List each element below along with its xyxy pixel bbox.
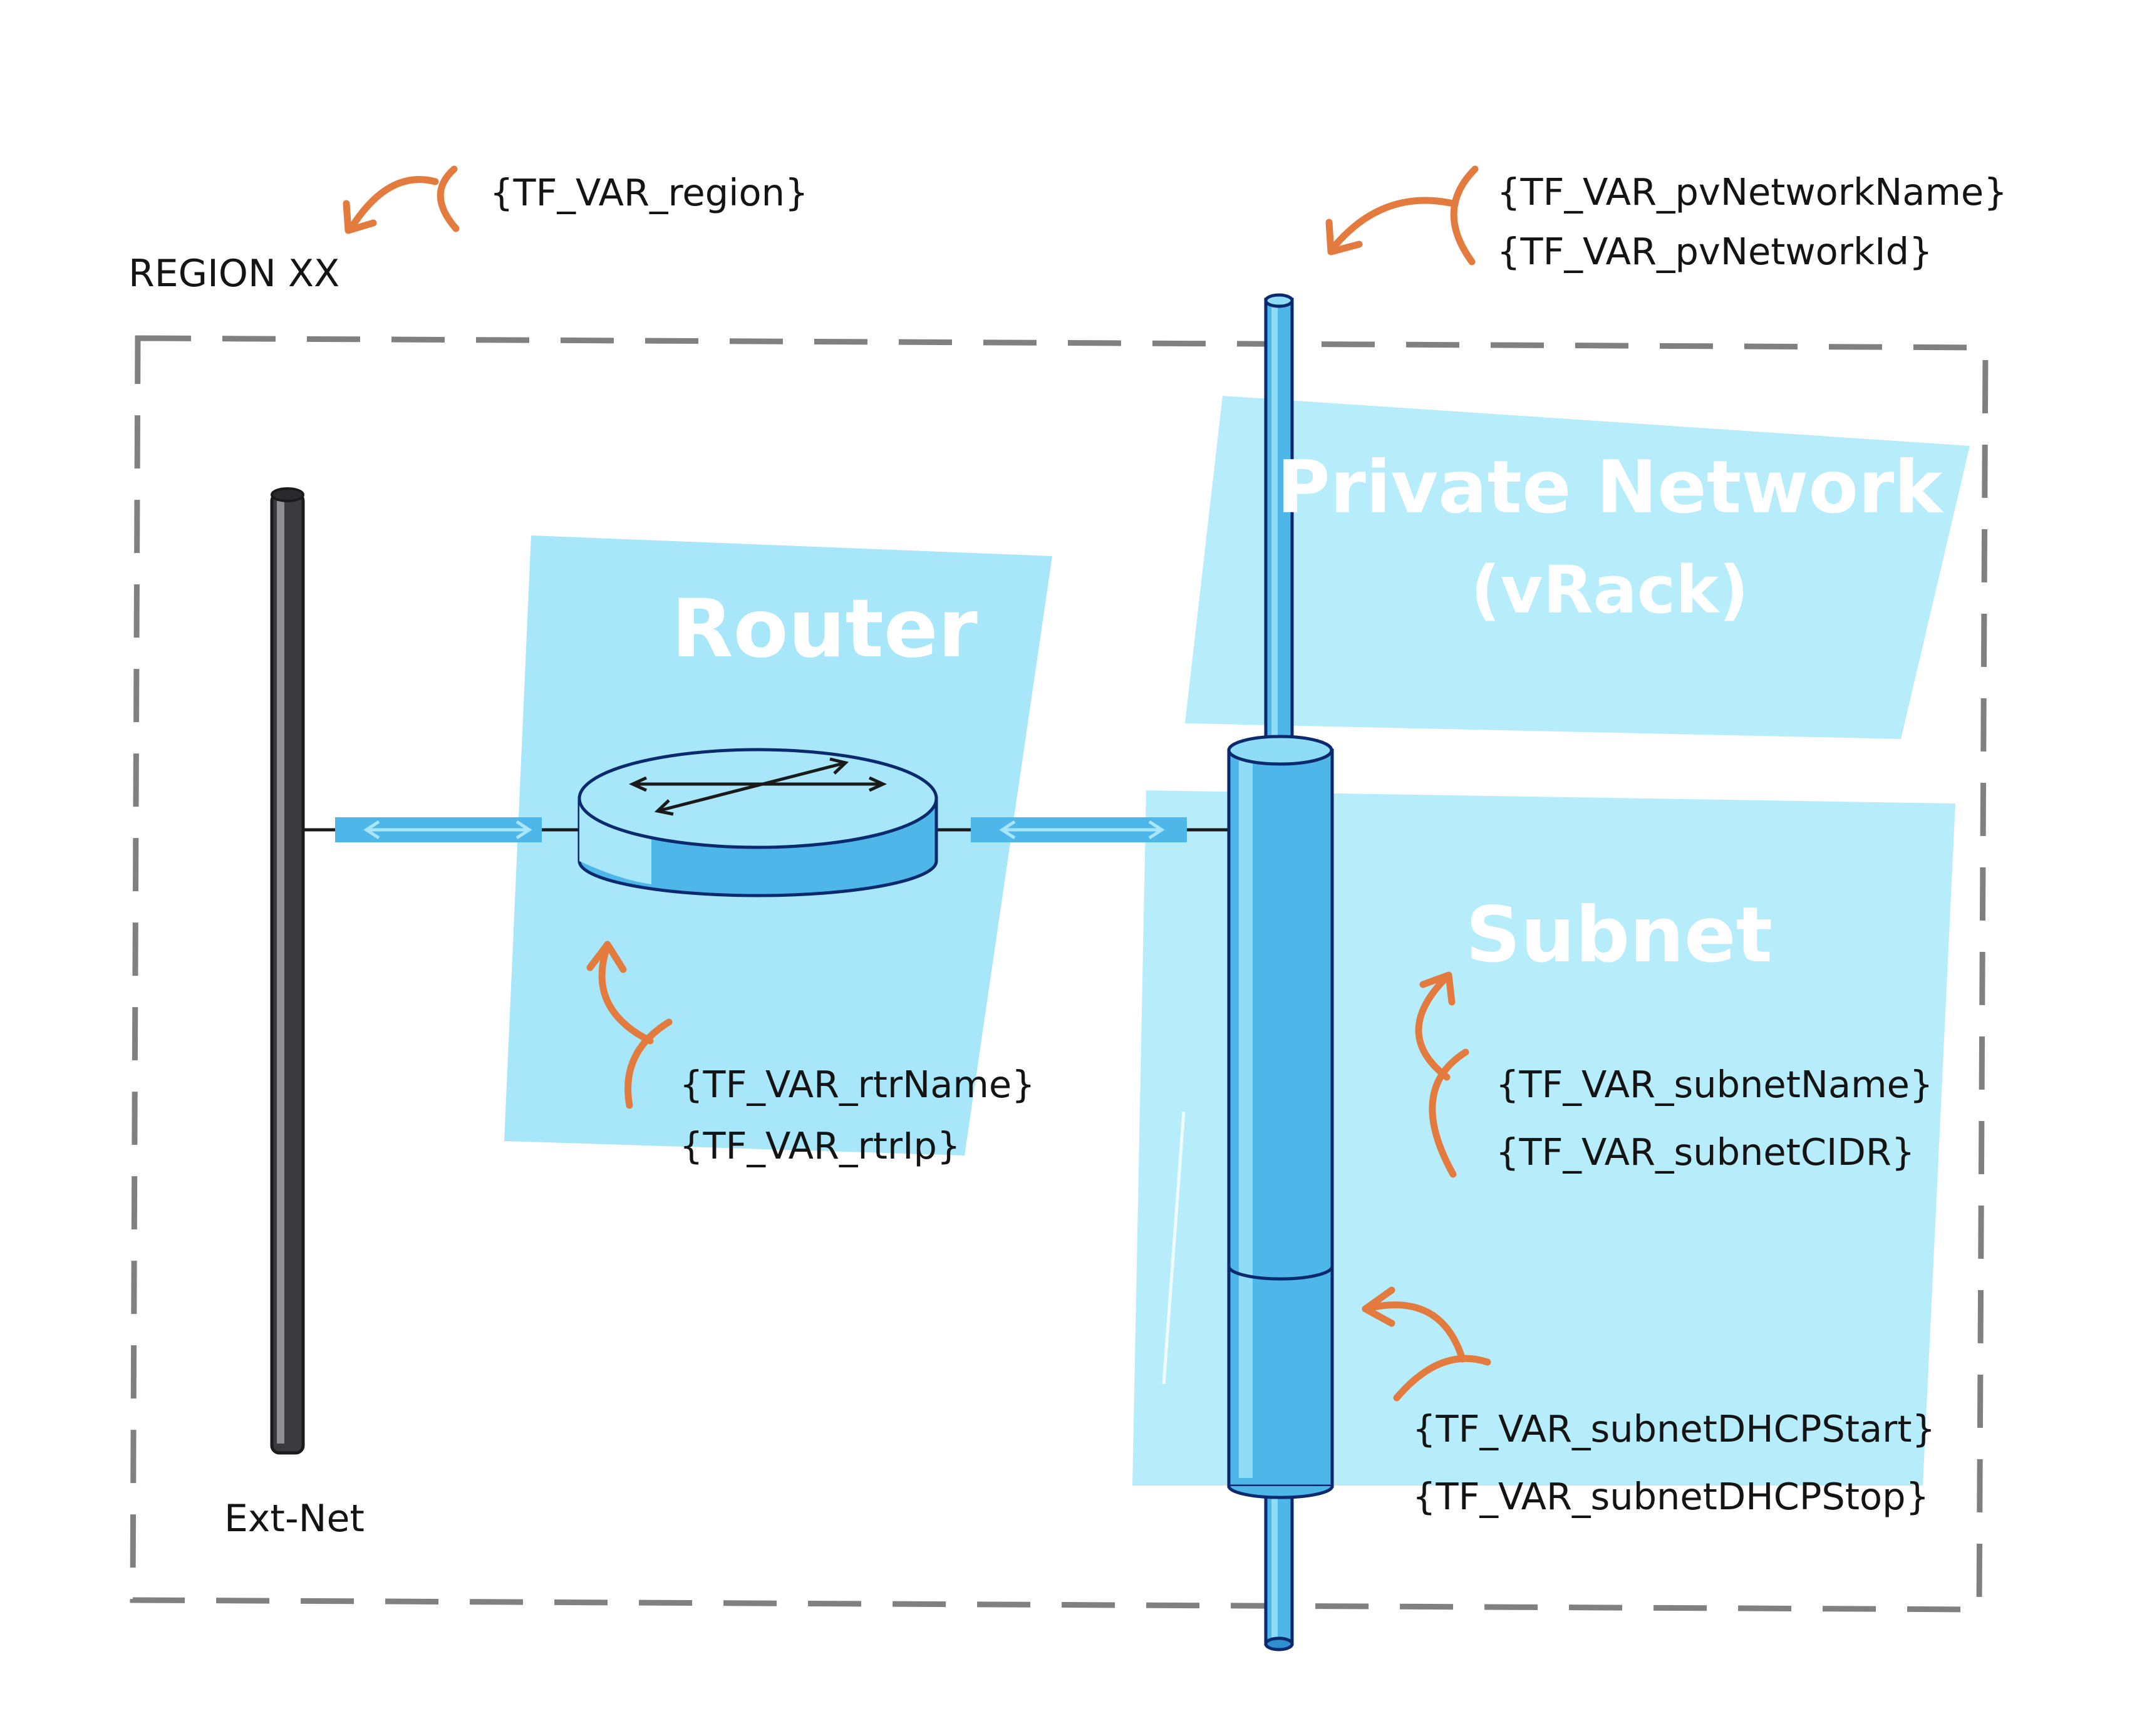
private-network-pipe (1264, 293, 1294, 1651)
router-icon (577, 748, 938, 897)
subnet-panel-highlight (1162, 1111, 1186, 1385)
private-network-panel (1185, 396, 1970, 739)
router-annotation-arrow (586, 941, 673, 1109)
router-ip-variable: {TF_VAR_rtrIp} (680, 1124, 961, 1167)
subnet-cidr-variable: {TF_VAR_subnetCIDR} (1496, 1130, 1915, 1174)
dhcp-start-variable: {TF_VAR_subnetDHCPStart} (1412, 1407, 1935, 1450)
subnet-annotation-arrow (1415, 971, 1469, 1178)
private-network-subtitle: (vRack) (1471, 552, 1749, 628)
private-network-name-variable: {TF_VAR_pvNetworkName} (1497, 170, 2007, 214)
dhcp-stop-variable: {TF_VAR_subnetDHCPStop} (1412, 1475, 1929, 1518)
router-title: Router (671, 582, 978, 676)
region-annotation-arrow (343, 165, 460, 234)
region-variable: {TF_VAR_region} (490, 171, 809, 214)
subnet-name-variable: {TF_VAR_subnetName} (1496, 1063, 1933, 1106)
subnet-cylinder (1227, 735, 1334, 1499)
network-annotation-arrow (1325, 165, 1479, 266)
router-network-link (936, 817, 1228, 842)
ext-net-bar (270, 487, 305, 1455)
dhcp-annotation-arrow (1362, 1286, 1491, 1402)
region-boundary (130, 335, 1989, 1613)
private-network-id-variable: {TF_VAR_pvNetworkId} (1497, 230, 1933, 273)
ext-net-label: Ext-Net (224, 1497, 365, 1541)
ext-net-router-link (303, 817, 579, 842)
router-name-variable: {TF_VAR_rtrName} (680, 1063, 1035, 1106)
region-title: REGION XX (128, 252, 339, 296)
private-network-title: Private Network (1277, 445, 1945, 530)
subnet-title: Subnet (1466, 891, 1772, 979)
subnet-panel (1132, 790, 1955, 1485)
